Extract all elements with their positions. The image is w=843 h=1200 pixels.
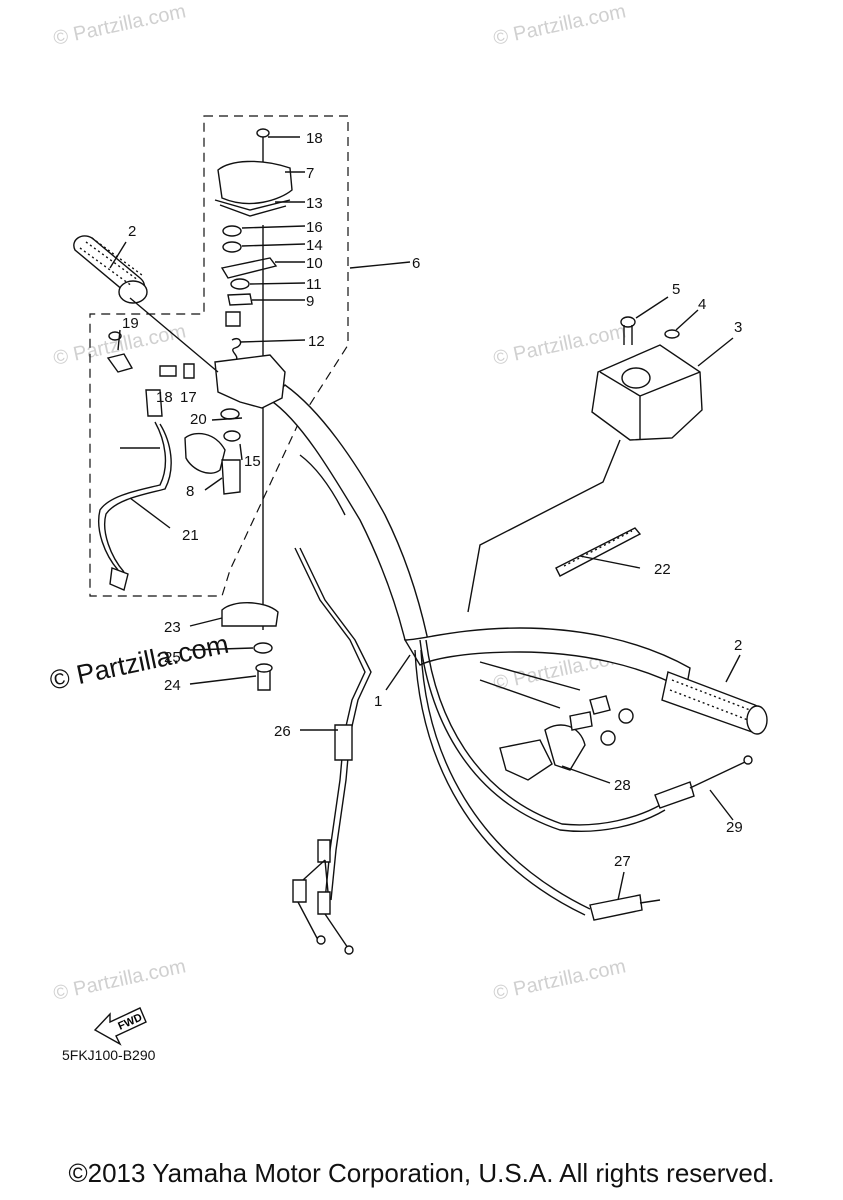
lever-housing [106, 331, 286, 495]
callout-22: 22 [654, 561, 671, 578]
throttle-housing-parts [214, 128, 293, 630]
callout-3: 3 [734, 319, 742, 336]
callout-18: 18 [156, 389, 173, 406]
watermark-layer: © Partzilla.com © Partzilla.com © Partzill… [51, 0, 627, 1005]
watermark-0: © Partzilla.com [51, 0, 187, 50]
callout-23: 23 [164, 619, 181, 636]
callout-7: 7 [306, 165, 314, 182]
callout-13: 13 [306, 195, 323, 212]
watermark-3: © Partzilla.com [491, 320, 627, 370]
watermark-1: © Partzilla.com [491, 0, 627, 50]
diagram-code: 5FKJ100-B290 [62, 1047, 156, 1063]
lower-clamp-parts [221, 602, 279, 691]
right-cables [414, 639, 753, 921]
callout-15: 15 [244, 453, 261, 470]
callout-26: 26 [274, 723, 291, 740]
fwd-arrow-icon: FWD [93, 1007, 147, 1046]
main-watermark: © Partzilla.com [47, 629, 231, 696]
leader-lines [109, 136, 741, 901]
switch-assembly-outline [89, 115, 349, 597]
callout-24: 24 [164, 677, 181, 694]
callout-18: 18 [306, 130, 323, 147]
callout-1: 1 [374, 693, 382, 710]
right-grip [661, 671, 768, 735]
throttle-cable [292, 547, 372, 955]
callout-16: 16 [306, 219, 323, 236]
left-grip [73, 235, 148, 304]
callout-12: 12 [308, 333, 325, 350]
callout-27: 27 [614, 853, 631, 870]
callout-28: 28 [614, 777, 631, 794]
callout-6: 6 [412, 255, 420, 272]
callout-25: 25 [164, 649, 181, 666]
callout-5: 5 [672, 281, 680, 298]
copyright-notice: ©2013 Yamaha Motor Corporation, U.S.A. A… [68, 1158, 775, 1188]
callout-9: 9 [306, 293, 314, 310]
callout-21: 21 [182, 527, 199, 544]
callout-11: 11 [306, 276, 322, 293]
callout-8: 8 [186, 483, 194, 500]
callout-2: 2 [128, 223, 136, 240]
callout-2: 2 [734, 637, 742, 654]
cable-tie [555, 527, 642, 577]
callout-14: 14 [306, 237, 323, 254]
callout-10: 10 [306, 255, 323, 272]
watermark-5: © Partzilla.com [51, 955, 187, 1005]
callout-29: 29 [726, 819, 743, 836]
callout-17: 17 [180, 389, 197, 406]
callout-20: 20 [190, 411, 207, 428]
right-housing-parts [591, 316, 703, 441]
watermark-6: © Partzilla.com [491, 955, 627, 1005]
callout-19: 19 [122, 315, 139, 332]
callout-4: 4 [698, 296, 706, 313]
left-cable [98, 421, 172, 591]
